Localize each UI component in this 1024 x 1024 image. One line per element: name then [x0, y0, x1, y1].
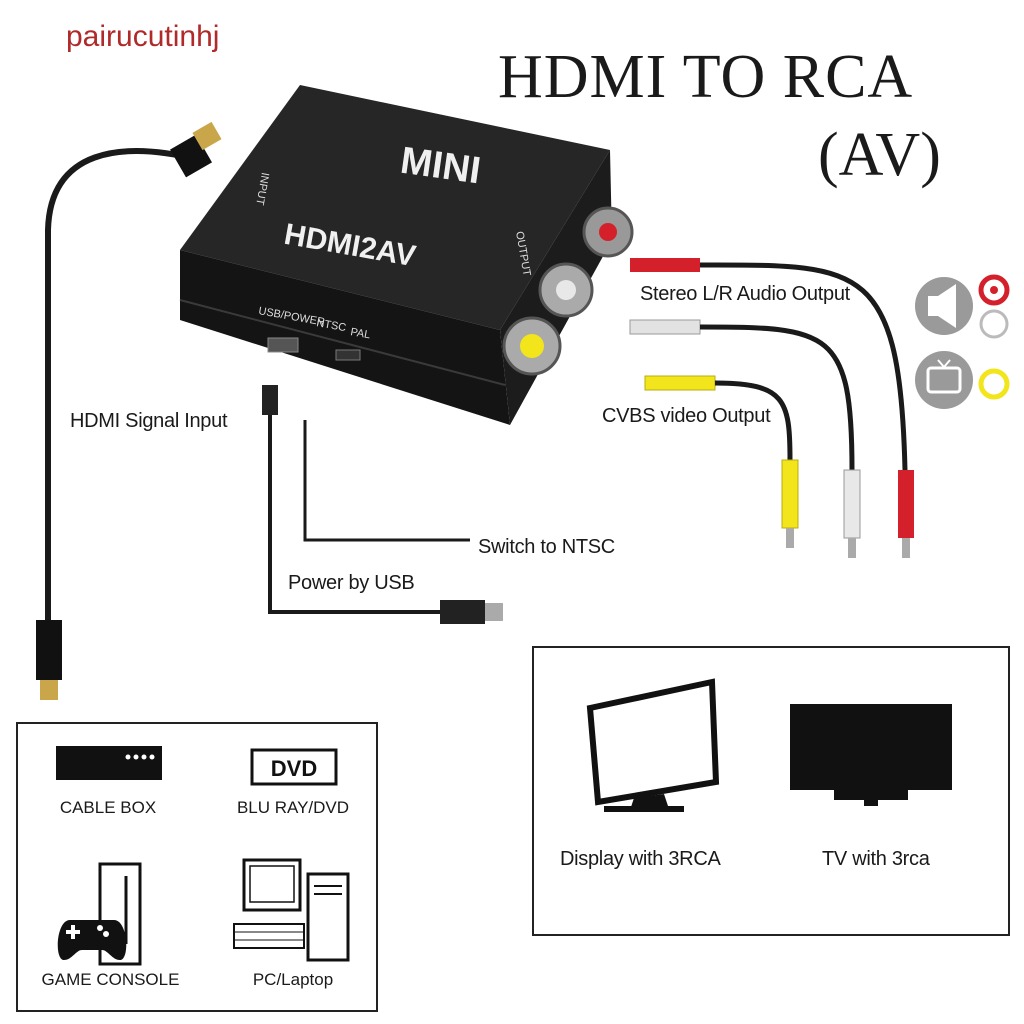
source-devices-panel: DVD CABLE BOX BLU RAY/DVD GAME CONSOLE P… [16, 722, 378, 1012]
title-line-2: (AV) [818, 121, 941, 189]
source-label-cable-box: CABLE BOX [59, 798, 157, 817]
pc-icon [233, 858, 350, 962]
title-line-1: HDMI TO RCA [498, 43, 914, 111]
tv-icon [790, 704, 952, 806]
white-dot-icon [979, 309, 1009, 339]
ntsc-pal-switch [335, 349, 361, 361]
rca-cable-yellow [644, 375, 799, 548]
usb-plug [440, 600, 485, 624]
ntsc-leader-line [303, 420, 470, 542]
yellow-dot-icon [978, 368, 1010, 400]
power-usb-label: Power by USB [288, 572, 415, 594]
source-label-game-console: GAME CONSOLE [41, 970, 180, 989]
dvd-icon: DVD [250, 748, 338, 786]
device-input-label: INPUT [253, 171, 271, 206]
rca-cable-white [629, 319, 861, 558]
display-label-tv: TV with 3rca [822, 848, 930, 870]
hdmi-signal-input-label: HDMI Signal Input [70, 410, 228, 432]
display-devices-panel: Display with 3RCA TV with 3rca [532, 646, 1010, 936]
device-pal-label: PAL [349, 326, 371, 341]
display-label-monitor: Display with 3RCA [560, 848, 721, 870]
audio-output-label: Stereo L/R Audio Output [640, 283, 850, 305]
dvd-badge: DVD [271, 756, 317, 781]
hdmi2av-device: MINI HDMI2AV INPUT OUTPUT USB/POWER NTSC… [179, 85, 634, 425]
tv-circle-icon [915, 351, 973, 409]
source-label-dvd: BLU RAY/DVD [236, 798, 350, 817]
game-console-icon [57, 862, 142, 966]
watermark: pairucutinhj [66, 20, 220, 53]
speaker-icon [915, 277, 973, 335]
usb-port [267, 337, 299, 353]
device-ntsc-label: NTSC [315, 317, 347, 334]
usb-cable [268, 400, 440, 614]
video-output-label: CVBS video Output [602, 405, 771, 427]
cable-box-icon [56, 746, 162, 780]
monitor-icon [586, 678, 720, 812]
rca-cable-red [630, 258, 914, 558]
switch-ntsc-label: Switch to NTSC [478, 536, 615, 558]
hdmi-cable [36, 121, 222, 700]
source-label-pc: PC/Laptop [252, 970, 334, 989]
